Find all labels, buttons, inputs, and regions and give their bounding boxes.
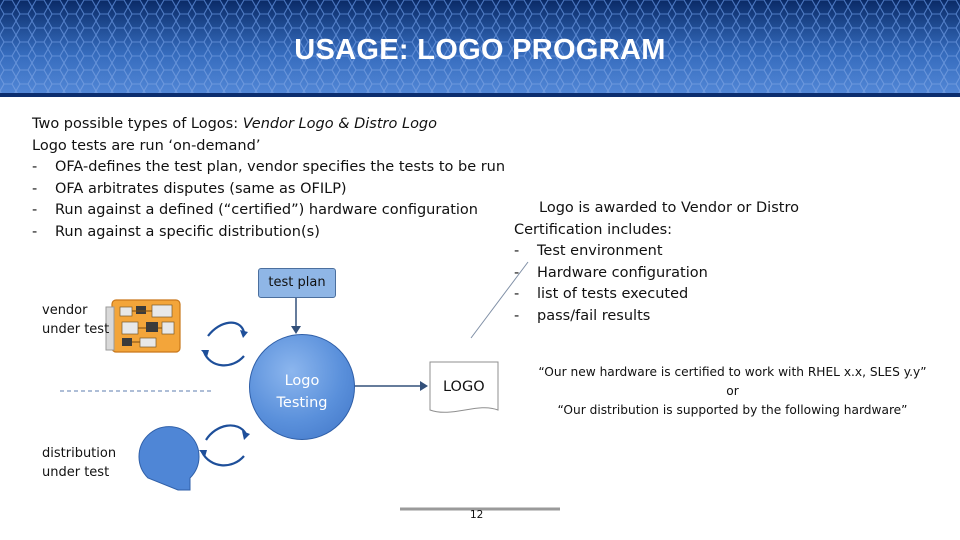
award-bullet-text: Test environment [537, 243, 663, 259]
distribution-label-line-2: under test [42, 465, 110, 480]
award-bullet-text: pass/fail results [537, 307, 651, 324]
logo-testing-line-1: Logo [284, 373, 320, 389]
distribution-label-line-1: distribution [42, 446, 117, 461]
intro-bullet: -Run against a specific distribution(s) [32, 222, 505, 244]
vendor-label-line-2: under test [42, 322, 110, 337]
quote-line-2: or [726, 384, 739, 398]
vendor-label-line-1: vendor [42, 303, 88, 318]
award-connector-line [470, 261, 529, 339]
award-bullet-text: list of tests executed [537, 286, 689, 302]
intro-bullet-text: Run against a defined (“certified”) hard… [55, 202, 478, 218]
header-banner [0, 0, 960, 97]
intro-line-1: Two possible types of Logos: Vendor Logo… [32, 114, 505, 136]
award-bullet: -Test environment [514, 241, 799, 263]
logo-testing-line-2: Testing [276, 394, 328, 411]
quote-line-3: “Our distribution is supported by the fo… [557, 403, 908, 417]
logo-arrow-head [420, 381, 428, 391]
award-text: Logo is awarded to Vendor or Distro Cert… [514, 198, 799, 327]
page-number: 12 [470, 509, 484, 521]
award-bullet: -list of tests executed [514, 284, 799, 306]
intro-text: Two possible types of Logos: Vendor Logo… [32, 114, 505, 243]
circuit-board-icon [105, 299, 181, 353]
logo-doc-label: LOGO [443, 379, 485, 395]
cycle-arrow-head [242, 431, 250, 440]
distribution-label: distribution under test [42, 444, 116, 482]
intro-bullet: -OFA-defines the test plan, vendor speci… [32, 157, 505, 179]
plan-arrow-head [291, 326, 301, 334]
quote-line-1: “Our new hardware is certified to work w… [538, 365, 927, 379]
intro-bullet-text: Run against a specific distribution(s) [55, 223, 320, 240]
vendor-label: vendor under test [42, 301, 109, 339]
award-bullet-text: Hardware configuration [537, 264, 708, 281]
cycle-arrow-head [240, 330, 248, 338]
intro-line-1-italic: Vendor Logo & Distro Logo [242, 116, 438, 132]
award-line-1: Logo is awarded to Vendor or Distro [539, 200, 799, 216]
intro-bullet: -Run against a defined (“certified”) har… [32, 200, 505, 222]
cycle-arrow-head [199, 450, 207, 457]
intro-bullet-text: OFA-defines the test plan, vendor specif… [55, 159, 506, 175]
page-title: USAGE: LOGO PROGRAM [294, 34, 666, 66]
award-bullet: -Hardware configuration [514, 263, 799, 285]
cycle-arrows-icon [202, 321, 246, 367]
distribution-disc-icon [138, 426, 200, 491]
cycle-arrow-head [201, 350, 209, 357]
intro-bullet: -OFA arbitrates disputes (same as OFILP) [32, 179, 505, 201]
logo-document-shape [429, 361, 499, 413]
award-bullet: -pass/fail results [514, 306, 799, 328]
award-line-2: Certification includes: [514, 221, 673, 238]
logo-testing-circle: Logo Testing [249, 334, 355, 440]
intro-line-2: Logo tests are run ‘on-demand’ [32, 137, 261, 154]
test-plan-box: test plan [258, 268, 336, 298]
certification-quote: “Our new hardware is certified to work w… [520, 363, 945, 420]
intro-line-1-prefix: Two possible types of Logos: [32, 116, 243, 132]
intro-bullet-text: OFA arbitrates disputes (same as OFILP) [55, 180, 347, 197]
hexagon-pattern [0, 0, 960, 97]
cycle-arrows-icon [201, 424, 247, 467]
